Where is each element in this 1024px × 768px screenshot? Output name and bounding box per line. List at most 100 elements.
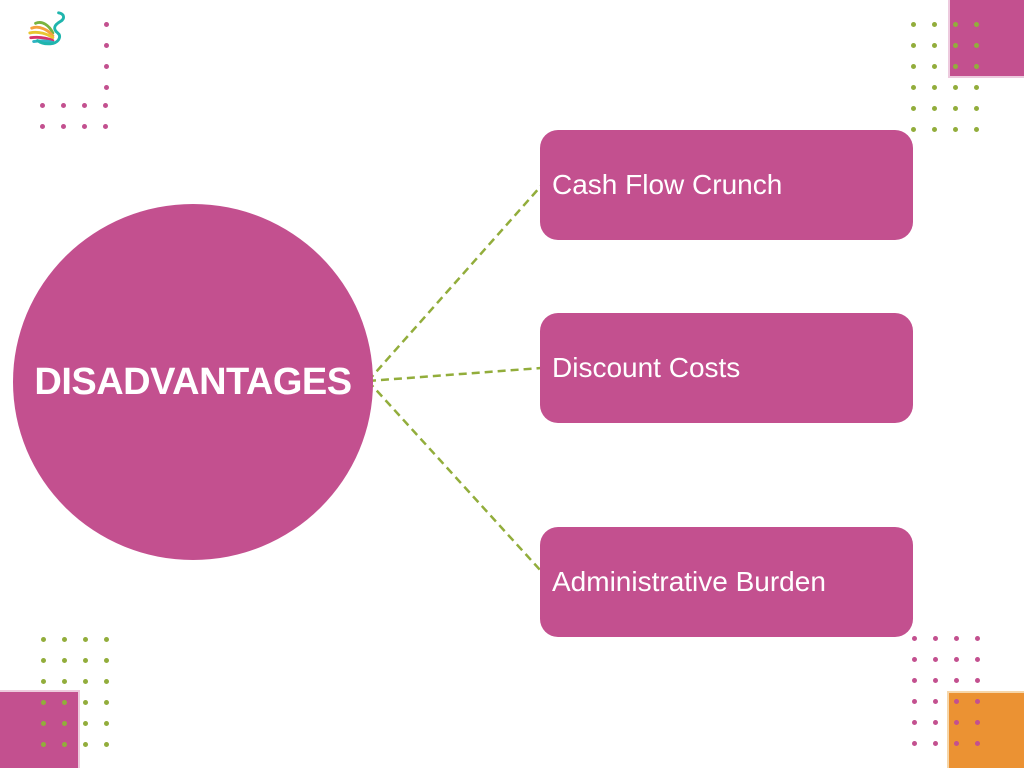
dots-top-right <box>911 22 979 132</box>
decor-dot <box>41 742 46 747</box>
decor-dot <box>932 127 937 132</box>
decor-dot <box>953 127 958 132</box>
decor-dot <box>953 64 958 69</box>
decor-dot <box>911 64 916 69</box>
decor-dot <box>912 741 917 746</box>
decor-dot <box>103 124 108 129</box>
decor-dot <box>933 636 938 641</box>
decor-dot <box>62 679 67 684</box>
decor-dot <box>932 106 937 111</box>
decor-dot <box>62 637 67 642</box>
decor-dot <box>912 636 917 641</box>
decor-dot <box>104 658 109 663</box>
decor-dot <box>974 106 979 111</box>
node-label: Cash Flow Crunch <box>552 169 783 200</box>
dots-top-left-column <box>104 22 109 90</box>
decor-dot <box>82 103 87 108</box>
decor-dot <box>933 741 938 746</box>
decor-dot <box>911 43 916 48</box>
decor-dot <box>61 103 66 108</box>
decor-dot <box>912 657 917 662</box>
decor-dot <box>41 637 46 642</box>
decor-dot <box>62 700 67 705</box>
decor-dot <box>933 699 938 704</box>
decor-dot <box>104 85 109 90</box>
page-title: DISADVANTAGES <box>34 360 352 403</box>
decor-dot <box>954 657 959 662</box>
decor-dot <box>104 742 109 747</box>
decor-dot <box>975 678 980 683</box>
title-circle: DISADVANTAGES <box>13 204 373 560</box>
decor-dot <box>974 64 979 69</box>
dots-bottom-right <box>912 636 980 746</box>
decor-dot <box>912 678 917 683</box>
decor-dot <box>974 43 979 48</box>
decor-dot <box>954 741 959 746</box>
decor-dot <box>41 721 46 726</box>
decor-dot <box>954 678 959 683</box>
decor-dot <box>40 124 45 129</box>
decor-dot <box>62 742 67 747</box>
decor-dot <box>83 721 88 726</box>
decor-dot <box>104 679 109 684</box>
decor-dot <box>104 64 109 69</box>
corner-square-bottom-right <box>947 691 1024 768</box>
decor-dot <box>953 85 958 90</box>
decor-dot <box>41 658 46 663</box>
node-label: Discount Costs <box>552 352 741 383</box>
node-cash-flow-crunch: Cash Flow Crunch <box>540 130 913 240</box>
decor-dot <box>975 720 980 725</box>
swan-logo-icon <box>28 11 65 46</box>
decor-dot <box>953 43 958 48</box>
decor-dot <box>62 658 67 663</box>
decor-dot <box>933 678 938 683</box>
node-discount-costs: Discount Costs <box>540 313 913 423</box>
decor-dot <box>104 721 109 726</box>
decor-dot <box>104 700 109 705</box>
decor-dot <box>104 43 109 48</box>
decor-dot <box>83 679 88 684</box>
corner-square-top-right <box>948 0 1024 78</box>
decor-dot <box>912 699 917 704</box>
decor-dot <box>82 124 87 129</box>
decor-dot <box>103 103 108 108</box>
decor-dot <box>104 22 109 27</box>
decor-dot <box>911 106 916 111</box>
decor-dot <box>953 106 958 111</box>
decor-dot <box>974 85 979 90</box>
decor-dot <box>954 720 959 725</box>
decor-dot <box>954 636 959 641</box>
decor-dot <box>933 657 938 662</box>
decor-dot <box>61 124 66 129</box>
decor-dot <box>975 699 980 704</box>
decor-dot <box>911 127 916 132</box>
decor-dot <box>932 22 937 27</box>
decor-dot <box>83 637 88 642</box>
decor-dot <box>62 721 67 726</box>
decor-dot <box>83 700 88 705</box>
decor-dot <box>41 679 46 684</box>
decor-dot <box>954 699 959 704</box>
decor-dot <box>974 22 979 27</box>
decor-dot <box>83 658 88 663</box>
decor-dot <box>911 22 916 27</box>
decor-dot <box>932 64 937 69</box>
dots-top-left-block <box>40 103 108 129</box>
decor-dot <box>40 103 45 108</box>
decor-dot <box>83 742 88 747</box>
dots-bottom-left <box>41 637 109 747</box>
decor-dot <box>932 85 937 90</box>
decor-dot <box>975 741 980 746</box>
node-label: Administrative Burden <box>552 566 826 597</box>
decor-dot <box>933 720 938 725</box>
decor-dot <box>953 22 958 27</box>
decor-dot <box>104 637 109 642</box>
decor-dot <box>911 85 916 90</box>
node-administrative-burden: Administrative Burden <box>540 527 913 637</box>
decor-dot <box>932 43 937 48</box>
decor-dot <box>975 636 980 641</box>
decor-dot <box>41 700 46 705</box>
decor-dot <box>974 127 979 132</box>
